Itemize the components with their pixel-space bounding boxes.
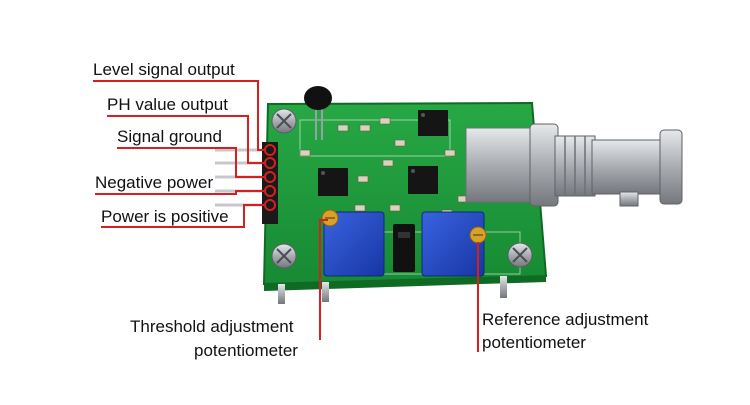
label-power-is-positive: Power is positive [101, 207, 229, 226]
leader-threshold [319, 219, 328, 340]
mounting-screw-icon [507, 242, 533, 268]
label-signal-ground: Signal ground [117, 127, 222, 146]
label-threshold-line1: Threshold adjustment [130, 317, 294, 336]
leader-negative-power [95, 190, 265, 195]
temperature-sensor-icon [304, 86, 332, 140]
ic-chip-icon [318, 110, 448, 196]
mounting-screw-icon [271, 243, 297, 269]
mounting-screw-icon [271, 108, 297, 134]
label-reference-line1: Reference adjustment [482, 310, 649, 329]
threshold-potentiometer-icon [321, 209, 385, 277]
leader-signal-ground [117, 147, 265, 178]
jumper-block [393, 224, 415, 272]
leader-lines [93, 80, 479, 352]
label-negative-power: Negative power [95, 173, 214, 192]
leader-power-positive [101, 204, 265, 228]
label-level-signal-output: Level signal output [93, 60, 235, 79]
label-ph-value-output: PH value output [107, 95, 228, 114]
label-threshold-line2: potentiometer [194, 341, 298, 360]
leader-level-signal [93, 80, 265, 151]
bnc-connector-icon [465, 123, 683, 207]
standoff-legs [278, 276, 507, 304]
label-reference-line2: potentiometer [482, 333, 586, 352]
leader-ph-value [107, 115, 265, 164]
reference-potentiometer-icon [421, 211, 487, 277]
